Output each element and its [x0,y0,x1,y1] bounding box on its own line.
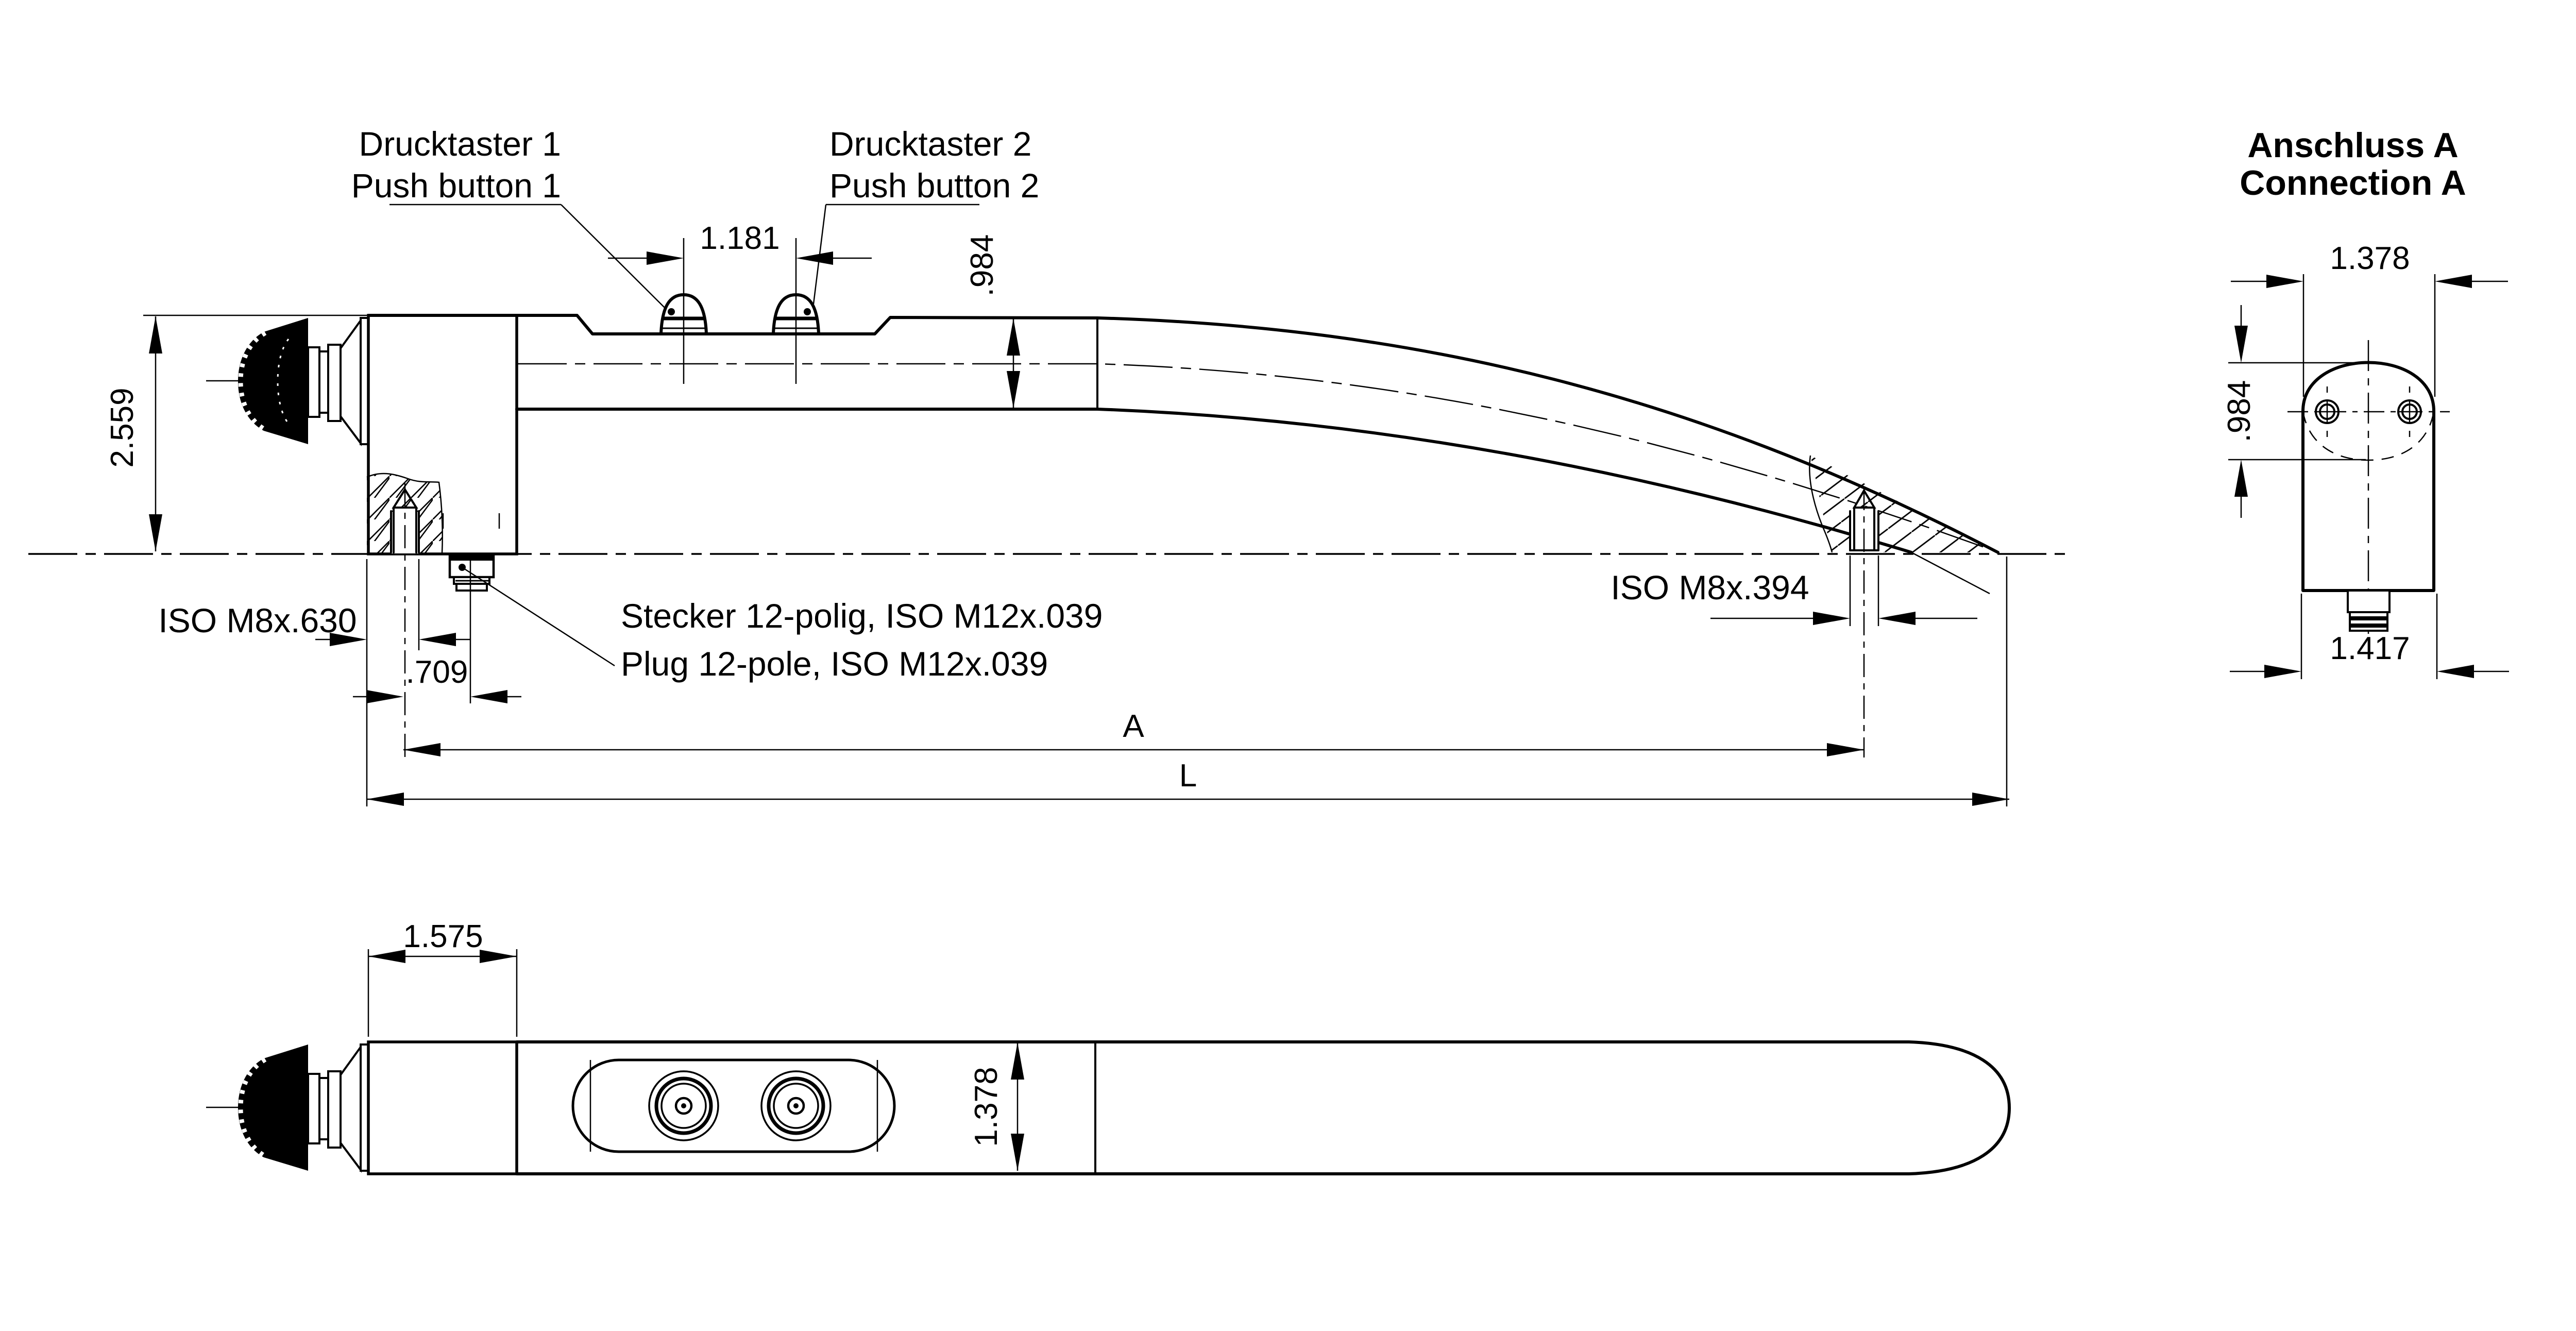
connection-screw-left [2315,386,2340,437]
button1-label-de: Drucktaster 1 [359,125,561,163]
bottom-tip [1907,1040,2011,1175]
dim-block-width-label: 1.575 [403,919,483,954]
bottom-knob-ring-3 [327,1070,342,1149]
knob-ring-3 [327,344,342,422]
thread-left-label: ISO M8x.630 [158,601,357,639]
dim-handle-height: 2.559 [105,314,367,551]
plug-note: Stecker 12-polig, ISO M12x.039 Plug 12-p… [463,567,1103,683]
bottom-button-2[interactable] [760,1070,832,1141]
dim-conn-hole-height-label: .984 [2222,380,2257,443]
main-side-view: 1.181 .984 2.559 ISO M8x.630 [28,125,2071,806]
arm-bottom-edge [515,408,1913,554]
dim-button-spacing-label: 1.181 [700,221,779,256]
dim-hole-to-plug: .709 [353,654,521,703]
plug-note-de: Stecker 12-polig, ISO M12x.039 [621,597,1103,635]
bottom-knob-flange-cone [340,1043,362,1173]
knob-ring-1 [307,346,320,418]
dim-conn-width-top-label: 1.378 [2330,241,2410,276]
dim-shaft-height-label: .984 [964,234,1000,297]
leader-dot [459,564,466,571]
dim-grip-width: 1.378 [969,1042,1024,1171]
dim-shaft-height: .984 [964,234,1020,408]
dim-block-width: 1.575 [367,919,518,1037]
button2-label-de: Drucktaster 2 [829,125,1031,163]
dim-length-total-label: L [1179,758,1197,794]
knob-ring-2 [318,350,329,414]
dim-conn-hole-height: .984 [2222,305,2370,518]
left-thread-section [366,473,443,757]
connection-screw-right [2397,386,2422,437]
connection-title-en: Connection A [2240,163,2466,203]
dim-hole-to-plug-label: .709 [406,654,468,690]
dim-thread-right: ISO M8x.394 [1611,555,1977,626]
arm-tip-tail [1911,551,1990,595]
bottom-button-1[interactable] [648,1070,719,1141]
thread-right-label: ISO M8x.394 [1611,568,1809,606]
dim-conn-width-top: 1.378 [2231,241,2508,397]
connection-body [2301,361,2435,592]
connection-view: Anschluss A Connection A [2222,126,2509,679]
dim-thread-left: ISO M8x.630 [158,559,470,806]
bottom-knob-cap [238,1044,308,1171]
button2-label-en: Push button 2 [829,166,1039,205]
button2-label: Drucktaster 2 Push button 2 [812,125,1039,305]
dim-handle-height-label: 2.559 [105,387,140,467]
bottom-knob-ring-2 [318,1077,329,1140]
knob-cap [238,318,308,444]
connection-title-de: Anschluss A [2247,126,2458,165]
bottom-knob-ring-1 [307,1073,320,1144]
right-thread-section [1809,455,1998,757]
bottom-view: 1.575 1.378 [206,919,2011,1175]
dim-length-total: L [367,557,2009,806]
bottom-button-panel [571,1058,896,1153]
dim-length-a: A [403,709,1864,756]
knob-flange-cone [340,317,362,446]
connection-plug [2347,589,2391,632]
dim-button-spacing: 1.181 [608,221,872,265]
dim-grip-width-label: 1.378 [969,1067,1004,1147]
dim-length-a-label: A [1123,709,1144,744]
bottom-block [367,1040,518,1175]
plug-note-en: Plug 12-pole, ISO M12x.039 [621,645,1048,683]
button1-label: Drucktaster 1 Push button 1 [351,125,666,309]
arm-top-edge [367,314,1999,554]
dim-conn-width-bottom-label: 1.417 [2330,631,2410,666]
dim-conn-width-bottom: 1.417 [2230,594,2509,679]
button1-label-en: Push button 1 [351,166,561,205]
shaft-centerline [518,363,1993,551]
